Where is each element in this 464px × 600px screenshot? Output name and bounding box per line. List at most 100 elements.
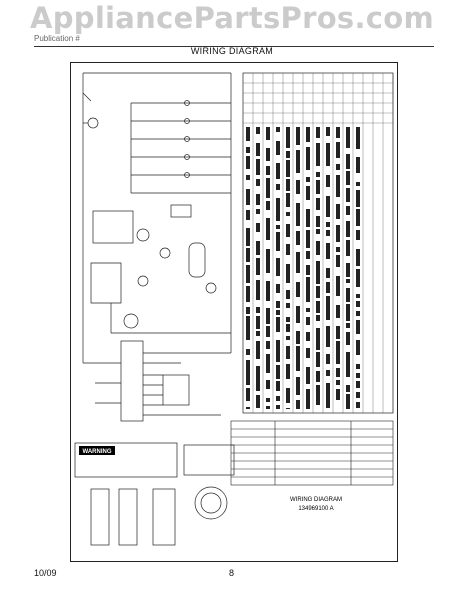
warning-heading: WARNING [83, 449, 112, 455]
cam-bar [326, 383, 330, 408]
cam-bar [246, 248, 250, 262]
cam-bar [286, 151, 290, 158]
cam-bar [346, 171, 350, 185]
footer-date: 10/09 [34, 568, 57, 578]
cam-bar [246, 360, 250, 385]
cam-bar [336, 305, 340, 318]
cam-bar [316, 180, 320, 194]
cam-bar [246, 388, 250, 401]
cam-bar [286, 127, 290, 148]
cam-bar [356, 127, 360, 149]
cam-bar [246, 147, 250, 153]
cam-bar [356, 269, 360, 287]
diagram-sheet: WARNING WIRING DIAGRAM 134969100 A [70, 62, 398, 562]
cam-bar [276, 141, 280, 155]
cam-bar [306, 367, 310, 384]
cam-bar [276, 405, 280, 409]
cam-bar [346, 385, 350, 392]
cam-bar [356, 311, 360, 316]
cam-bar [356, 301, 360, 307]
cam-bar [356, 230, 360, 240]
cam-bar [286, 160, 290, 177]
cam-bar [256, 341, 260, 359]
cam-bar [266, 326, 270, 337]
cam-bar [256, 280, 260, 300]
cam-bar [296, 400, 300, 409]
cam-bar [356, 392, 360, 398]
cam-bar [346, 394, 350, 409]
cam-bar [326, 196, 330, 217]
cam-bar [276, 301, 280, 308]
cam-bar [276, 232, 280, 251]
cam-bar [346, 221, 350, 237]
cam-bar [286, 193, 290, 207]
cam-bar [266, 281, 270, 301]
cam-bar [276, 284, 280, 293]
title-block-line2: 134969100 A [298, 506, 333, 512]
cam-bar [246, 265, 250, 283]
cam-bar [276, 184, 280, 190]
cam-bar [286, 212, 290, 216]
cam-bar [346, 188, 350, 202]
cam-bar [286, 364, 290, 379]
cam-bar [256, 127, 260, 134]
cam-bar [246, 189, 250, 205]
cam-bar [246, 127, 250, 141]
cam-bar [246, 316, 250, 340]
cam-bar [346, 332, 350, 345]
header-rule [34, 46, 434, 47]
cam-bar [276, 396, 280, 401]
cam-bar [276, 365, 280, 379]
cam-bar [296, 306, 300, 323]
cam-bar [246, 407, 250, 409]
cam-bar [336, 276, 340, 296]
cam-bar [356, 209, 360, 226]
cam-bar [266, 201, 270, 210]
cam-bar [286, 179, 290, 191]
cam-bar [286, 346, 290, 359]
cam-bar [316, 352, 320, 367]
cam-bar [316, 286, 320, 298]
cam-bar [336, 247, 340, 252]
cam-bar [266, 380, 270, 389]
cam-bar [266, 218, 270, 240]
cam-bar [296, 231, 300, 245]
cam-bar [286, 303, 290, 308]
cam-bar [316, 371, 320, 382]
cam-bar [326, 143, 330, 166]
cam-bar [286, 290, 290, 299]
cam-bar [316, 216, 320, 227]
cam-bar [316, 127, 320, 138]
cam-bar [316, 172, 320, 177]
cam-bar [326, 175, 330, 187]
cam-bar [356, 402, 360, 408]
cam-bar [276, 310, 280, 315]
page-number: 8 [229, 568, 235, 578]
cam-bar [256, 179, 260, 186]
cam-bar [336, 255, 340, 267]
cam-bar [246, 349, 250, 355]
cam-bar [276, 258, 280, 276]
watermark-logo: AppliancePartsPros.com [29, 1, 435, 35]
cam-bar [306, 332, 310, 341]
cam-bar [296, 331, 300, 344]
cam-bar [316, 385, 320, 405]
cam-bar [276, 317, 280, 332]
cam-bar [286, 324, 290, 332]
cam-bar [266, 178, 270, 198]
cam-bar [276, 340, 280, 362]
cam-bar [326, 222, 330, 227]
cam-bar [336, 389, 340, 400]
cam-bar [346, 279, 350, 283]
cam-bar [286, 336, 290, 340]
cam-bar [336, 127, 340, 138]
cam-bar [246, 156, 250, 169]
cam-bar [326, 370, 330, 376]
cam-bar [286, 408, 290, 409]
cam-bar [346, 127, 350, 148]
cam-bar [326, 354, 330, 364]
cam-bar [356, 249, 360, 266]
cam-bar [296, 377, 300, 395]
cam-bar [256, 241, 260, 255]
cam-bar [326, 230, 330, 236]
